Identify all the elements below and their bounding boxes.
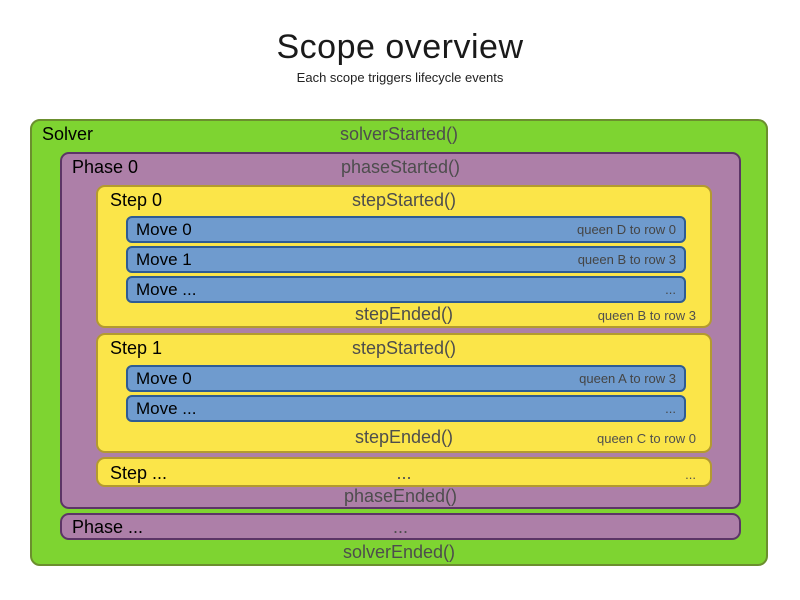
move-note: ... [665, 282, 676, 297]
move-note: queen B to row 3 [577, 252, 676, 267]
step0-scope-box: Step 0 stepStarted() Move 0 queen D to r… [96, 185, 712, 328]
phase0-started-event: phaseStarted() [340, 157, 461, 177]
move-label: Move 1 [136, 249, 192, 269]
solver-label: Solver [42, 124, 94, 144]
move-note: queen A to row 3 [579, 371, 676, 386]
phase0-start-row: Phase 0 phaseStarted() [72, 157, 729, 181]
step1-move-dots-box: Move ... ... [126, 395, 686, 422]
solver-start-row: Solver solverStarted() [42, 124, 756, 148]
step-ellipsis-row: Step ... ... ... [110, 463, 698, 487]
step0-start-row: Step 0 stepStarted() [110, 190, 698, 214]
move-label: Move ... [136, 279, 197, 299]
phase-ellipsis-center: ... [392, 517, 408, 537]
page-title: Scope overview [276, 28, 524, 66]
phase-ellipsis-row: Phase ... ... [72, 517, 729, 541]
move-label: Move ... [136, 398, 197, 418]
move-note: ... [665, 401, 676, 416]
step0-move0-box: Move 0 queen D to row 0 [126, 216, 686, 243]
step1-started-event: stepStarted() [351, 338, 457, 358]
phase-ellipsis-box: Phase ... ... [60, 513, 741, 540]
step1-start-row: Step 1 stepStarted() [110, 338, 698, 362]
step1-ended-event: stepEnded() [354, 427, 454, 447]
solver-end-row: solverEnded() [42, 542, 756, 566]
step0-ended-event: stepEnded() [354, 304, 454, 324]
page-subtitle: Each scope triggers lifecycle events [296, 70, 504, 85]
move-label: Move 0 [136, 368, 192, 388]
solver-ended-event: solverEnded() [342, 542, 456, 562]
step-ellipsis-box: Step ... ... ... [96, 457, 712, 487]
step1-ended-note: queen C to row 0 [596, 431, 696, 446]
step0-move-dots-box: Move ... ... [126, 276, 686, 303]
phase0-label: Phase 0 [72, 157, 139, 177]
solver-started-event: solverStarted() [339, 124, 459, 144]
move-label: Move 0 [136, 219, 192, 239]
phase0-ended-event: phaseEnded() [343, 486, 458, 506]
step0-ended-note: queen B to row 3 [597, 308, 696, 323]
step-ellipsis-label: Step ... [110, 463, 168, 483]
step1-label: Step 1 [110, 338, 163, 358]
step-ellipsis-right: ... [685, 467, 696, 482]
move-note: queen D to row 0 [576, 222, 676, 237]
phase-ellipsis-label: Phase ... [72, 517, 144, 537]
step0-started-event: stepStarted() [351, 190, 457, 210]
step1-end-row: stepEnded() queen C to row 0 [110, 427, 698, 451]
step1-scope-box: Step 1 stepStarted() Move 0 queen A to r… [96, 333, 712, 453]
step0-label: Step 0 [110, 190, 163, 210]
step1-move0-box: Move 0 queen A to row 3 [126, 365, 686, 392]
step0-move1-box: Move 1 queen B to row 3 [126, 246, 686, 273]
phase0-scope-box: Phase 0 phaseStarted() Step 0 stepStarte… [60, 152, 741, 509]
step-ellipsis-center: ... [396, 463, 412, 483]
phase0-end-row: phaseEnded() [72, 486, 729, 510]
solver-scope-box: Solver solverStarted() Phase 0 phaseStar… [30, 119, 768, 566]
step0-end-row: stepEnded() queen B to row 3 [110, 304, 698, 328]
